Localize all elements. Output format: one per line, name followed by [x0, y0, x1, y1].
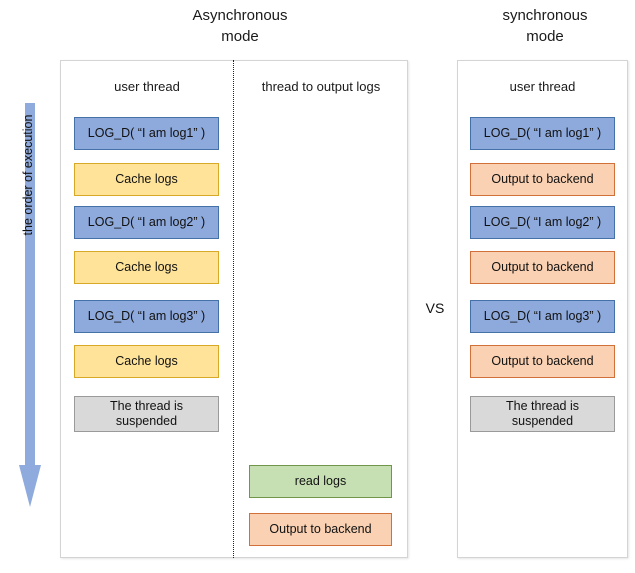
block-output-to-backend-2[interactable]: Output to backend [470, 251, 615, 284]
column-header-user-thread-sync: user thread [509, 79, 576, 94]
block-read-logs[interactable]: read logs [249, 465, 392, 498]
block-log-call-2-async[interactable]: LOG_D( “I am log2” ) [74, 206, 219, 239]
page-title-synchronous-mode: synchronous mode [502, 7, 588, 45]
block-log-call-2-sync[interactable]: LOG_D( “I am log2” ) [470, 206, 615, 239]
order-of-execution-arrow [19, 103, 41, 507]
block-cache-logs-1[interactable]: Cache logs [74, 163, 219, 196]
down-arrow-icon [19, 103, 41, 507]
column-header-user-thread-async: user thread [114, 79, 180, 94]
column-header-thread-to-output-logs: thread to output logs [261, 79, 381, 94]
thread-divider-line [233, 60, 234, 558]
block-log-call-1-async[interactable]: LOG_D( “I am log1” ) [74, 117, 219, 150]
vs-label: VS [425, 300, 445, 316]
block-log-call-3-sync[interactable]: LOG_D( “I am log3” ) [470, 300, 615, 333]
block-output-to-backend-async[interactable]: Output to backend [249, 513, 392, 546]
block-output-to-backend-3[interactable]: Output to backend [470, 345, 615, 378]
block-log-call-1-sync[interactable]: LOG_D( “I am log1” ) [470, 117, 615, 150]
block-output-to-backend-1[interactable]: Output to backend [470, 163, 615, 196]
block-thread-suspended-sync[interactable]: The thread is suspended [470, 396, 615, 432]
order-of-execution-label: the order of execution [21, 114, 35, 236]
block-thread-suspended-async[interactable]: The thread is suspended [74, 396, 219, 432]
block-cache-logs-2[interactable]: Cache logs [74, 251, 219, 284]
page-title-asynchronous-mode: Asynchronous mode [192, 7, 288, 45]
block-cache-logs-3[interactable]: Cache logs [74, 345, 219, 378]
block-log-call-3-async[interactable]: LOG_D( “I am log3” ) [74, 300, 219, 333]
